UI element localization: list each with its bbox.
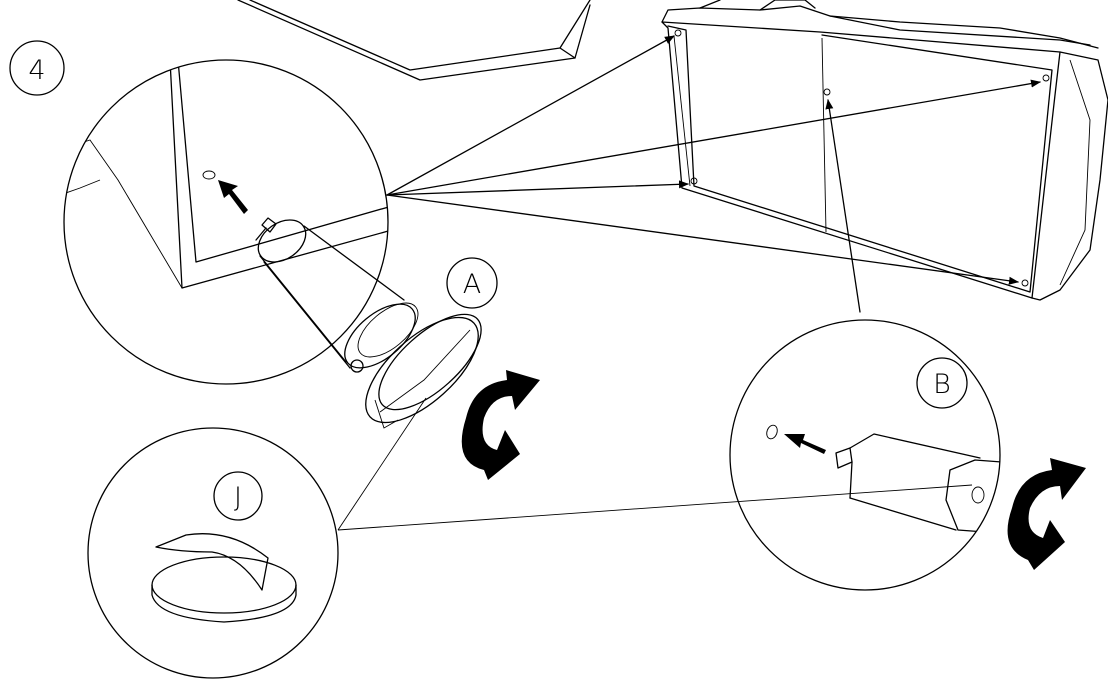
box-corner-outline (237, 0, 591, 81)
insert-direction-arrow-icon (784, 434, 826, 454)
step-number-badge: 4 (9, 40, 65, 96)
step-number: 4 (28, 55, 45, 86)
cabinet-back-panel (661, 0, 1108, 301)
rotate-clockwise-arrow-icon (461, 370, 540, 480)
label-b: B (933, 369, 951, 400)
label-j: J (234, 482, 242, 513)
leg-a (255, 217, 482, 429)
detail-circle-b: B (729, 319, 1001, 591)
rotate-clockwise-arrow-icon (1007, 458, 1086, 570)
label-a-badge: A (446, 257, 498, 309)
connector-lines (337, 397, 973, 531)
label-a: A (463, 269, 481, 300)
pointer-arrows (386, 35, 1041, 313)
label-j-badge: J (213, 471, 263, 521)
magnified-detail-circle (63, 59, 389, 385)
insert-direction-arrow-icon (218, 180, 248, 214)
label-b-badge: B (916, 357, 968, 409)
detail-circle-j: J (87, 427, 339, 679)
